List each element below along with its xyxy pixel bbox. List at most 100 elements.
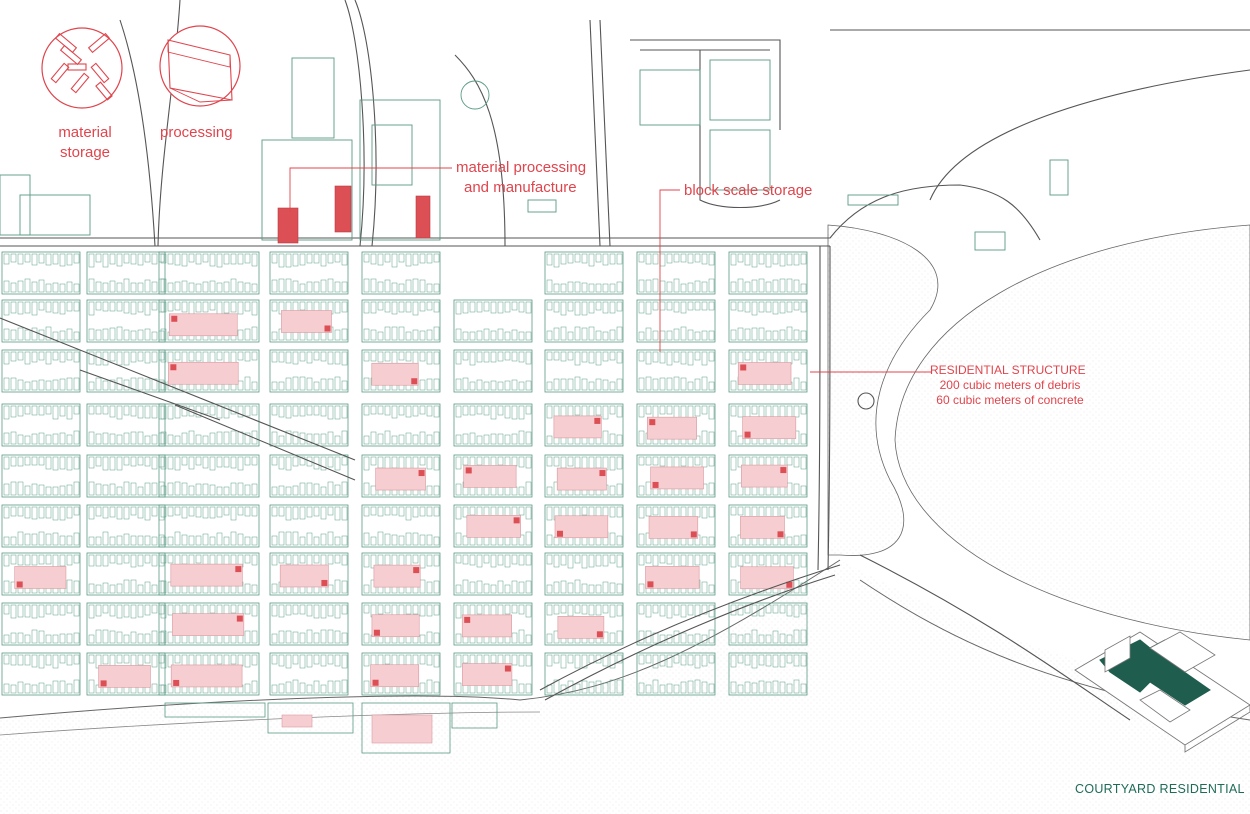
city-block bbox=[544, 552, 624, 596]
city-block bbox=[86, 454, 166, 498]
storage-marker bbox=[235, 566, 242, 573]
city-block bbox=[728, 504, 808, 548]
city-block bbox=[1, 251, 81, 295]
city-block bbox=[544, 299, 624, 343]
city-block bbox=[158, 251, 260, 295]
city-block bbox=[728, 251, 808, 295]
city-block bbox=[1, 454, 81, 498]
material-storage-line1: material bbox=[58, 124, 112, 141]
city-block bbox=[1, 403, 81, 447]
city-block bbox=[636, 299, 716, 343]
city-block bbox=[544, 602, 624, 646]
infill-area bbox=[737, 362, 792, 385]
storage-marker bbox=[373, 629, 380, 636]
block-scale-storage-label: block scale storage bbox=[684, 182, 813, 199]
city-block bbox=[361, 454, 441, 498]
infill-area bbox=[281, 310, 332, 333]
storage-marker bbox=[464, 616, 471, 623]
city-block bbox=[453, 349, 533, 393]
city-block bbox=[728, 454, 808, 498]
storage-marker bbox=[649, 419, 656, 426]
leader-lines bbox=[289, 167, 932, 373]
city-block bbox=[86, 299, 166, 343]
city-block bbox=[636, 349, 716, 393]
storage-marker bbox=[599, 470, 606, 477]
street-grid bbox=[0, 251, 808, 754]
diagonal-street bbox=[0, 317, 356, 461]
south-block bbox=[164, 702, 266, 718]
material-processing-line1: material processing bbox=[456, 159, 587, 176]
storage-marker bbox=[777, 531, 784, 538]
residential-structure-line2: 60 cubic meters of concrete bbox=[936, 393, 1084, 407]
infill-area bbox=[742, 416, 797, 439]
industrial-buildings bbox=[0, 57, 1069, 251]
city-block bbox=[86, 251, 166, 295]
city-block bbox=[269, 602, 349, 646]
infill-area bbox=[461, 663, 513, 686]
city-block bbox=[361, 602, 441, 646]
infill-area bbox=[371, 614, 420, 638]
city-block bbox=[636, 602, 716, 646]
city-block bbox=[544, 251, 624, 295]
city-block bbox=[158, 403, 260, 447]
material-processing-label: material processing and manufacture bbox=[456, 158, 586, 198]
city-block bbox=[728, 299, 808, 343]
material-storage-line2: storage bbox=[59, 144, 111, 161]
infill-blocks bbox=[14, 310, 797, 744]
city-block bbox=[86, 552, 166, 596]
storage-marker bbox=[170, 364, 177, 371]
infill-area bbox=[740, 516, 785, 539]
storage-marker bbox=[173, 679, 180, 686]
city-block bbox=[361, 299, 441, 343]
storage-marker bbox=[740, 364, 747, 371]
storage-marker bbox=[513, 517, 520, 524]
city-block bbox=[269, 349, 349, 393]
storage-marker bbox=[690, 531, 697, 538]
industrial-roads bbox=[0, 0, 1250, 247]
infill-area bbox=[740, 566, 794, 590]
city-block bbox=[1, 504, 81, 548]
city-block bbox=[269, 403, 349, 447]
infill-area bbox=[556, 467, 607, 491]
south-block bbox=[451, 702, 498, 729]
storage-marker bbox=[465, 467, 472, 474]
infill-area bbox=[645, 566, 700, 589]
city-block bbox=[1, 652, 81, 696]
city-block bbox=[86, 403, 166, 447]
infill-area bbox=[466, 515, 521, 538]
infill-area bbox=[371, 714, 433, 744]
storage-marker bbox=[594, 417, 601, 424]
storage-marker bbox=[786, 581, 793, 588]
city-block bbox=[453, 299, 533, 343]
infill-area bbox=[554, 515, 609, 539]
storage-marker bbox=[744, 431, 751, 438]
infill-area bbox=[648, 516, 699, 539]
residential-structure-title: RESIDENTIAL STRUCTURE bbox=[930, 363, 1086, 377]
storage-marker bbox=[372, 679, 379, 686]
material-processing-line2: and manufacture bbox=[464, 179, 577, 196]
infill-area bbox=[650, 466, 704, 490]
infill-area bbox=[279, 564, 329, 588]
diagonal-street bbox=[174, 404, 356, 481]
infill-area bbox=[740, 464, 788, 488]
city-block bbox=[86, 504, 166, 548]
infill-area bbox=[168, 361, 239, 385]
city-block bbox=[544, 349, 624, 393]
infill-area bbox=[461, 614, 512, 638]
city-block bbox=[453, 403, 533, 447]
storage-marker bbox=[418, 470, 425, 477]
residential-structure-label: RESIDENTIAL STRUCTURE 200 cubic meters o… bbox=[930, 363, 1090, 408]
city-block bbox=[361, 504, 441, 548]
infill-area bbox=[557, 616, 605, 639]
material-storage-label: material storage bbox=[50, 123, 120, 163]
infill-area bbox=[375, 467, 426, 491]
city-block bbox=[269, 652, 349, 696]
storage-marker bbox=[413, 567, 420, 574]
storage-marker bbox=[171, 315, 178, 322]
infill-area bbox=[281, 714, 313, 728]
storage-marker bbox=[652, 481, 659, 488]
city-block bbox=[1, 602, 81, 646]
residential-structure-line1: 200 cubic meters of debris bbox=[939, 378, 1081, 392]
city-block bbox=[269, 299, 349, 343]
